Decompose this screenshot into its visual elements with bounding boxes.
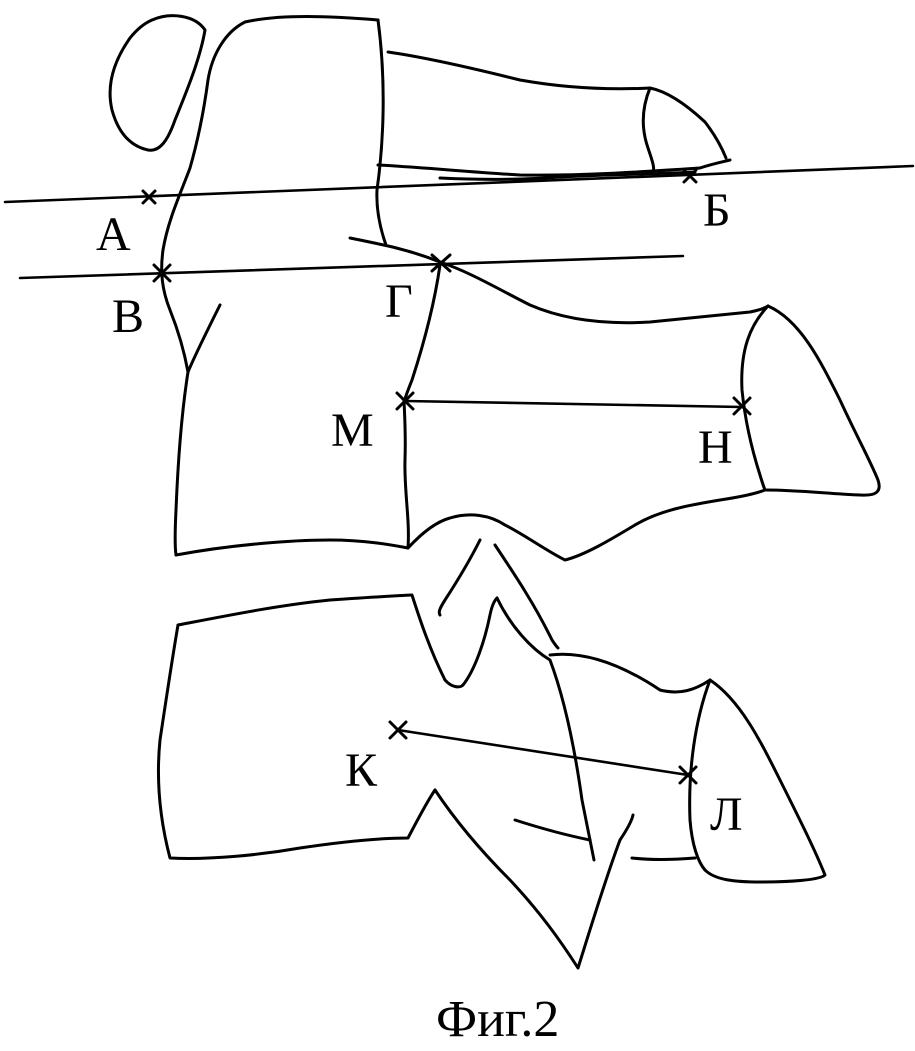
upper-lower-rim xyxy=(376,158,732,177)
label-g: Г xyxy=(385,275,413,328)
label-k: К xyxy=(345,744,378,797)
lower-top-right xyxy=(548,652,712,694)
marker-g xyxy=(430,253,452,273)
line-a-b xyxy=(3,164,915,204)
point-labels: А Б В Г М Н К Л xyxy=(96,184,743,841)
middle-process xyxy=(763,304,881,497)
line-m-n xyxy=(403,399,744,409)
upper-left-border xyxy=(160,15,380,557)
lower-right-process xyxy=(703,678,827,884)
label-l: Л xyxy=(710,788,743,841)
label-b: Б xyxy=(703,184,731,237)
lower-vertebra-outline xyxy=(156,538,827,970)
marker-b xyxy=(682,168,698,184)
lower-right-process-inner xyxy=(688,678,712,872)
middle-top-edge xyxy=(348,236,770,325)
upper-inner-border xyxy=(375,18,388,247)
lower-inner-stroke xyxy=(513,818,592,842)
marker-k xyxy=(388,720,408,740)
lower-right-inner xyxy=(495,596,596,862)
label-m: М xyxy=(331,404,374,457)
marker-l xyxy=(678,765,698,785)
reference-lines xyxy=(3,164,915,777)
middle-bottom-edge xyxy=(406,488,767,562)
line-k-l xyxy=(396,728,690,777)
lower-left-border xyxy=(176,593,465,689)
label-v: В xyxy=(112,290,144,343)
upper-lower-rim-2 xyxy=(438,170,697,181)
lower-notch-line xyxy=(437,538,482,617)
marker-a xyxy=(141,189,157,205)
upper-left-branch xyxy=(186,303,222,374)
marker-n xyxy=(732,396,752,416)
upper-vertebra-outline xyxy=(108,14,881,562)
marker-v xyxy=(152,263,172,283)
label-a: А xyxy=(96,208,131,261)
marker-m xyxy=(395,391,415,411)
upper-bottom-edge xyxy=(174,398,410,557)
lower-bottom-notch xyxy=(433,788,635,970)
middle-process-inner xyxy=(740,304,770,492)
lower-notch-line-2 xyxy=(493,543,560,650)
lower-bottom-line xyxy=(630,856,697,861)
point-markers xyxy=(141,168,752,785)
figure-caption: Фиг.2 xyxy=(436,991,559,1048)
upper-top-edge xyxy=(386,50,728,160)
upper-fragment xyxy=(108,14,207,152)
label-n: Н xyxy=(698,421,733,474)
upper-process-inner xyxy=(641,86,656,174)
line-v-g xyxy=(18,254,685,280)
lower-notch-left xyxy=(461,596,499,687)
lower-left-side xyxy=(156,623,437,860)
